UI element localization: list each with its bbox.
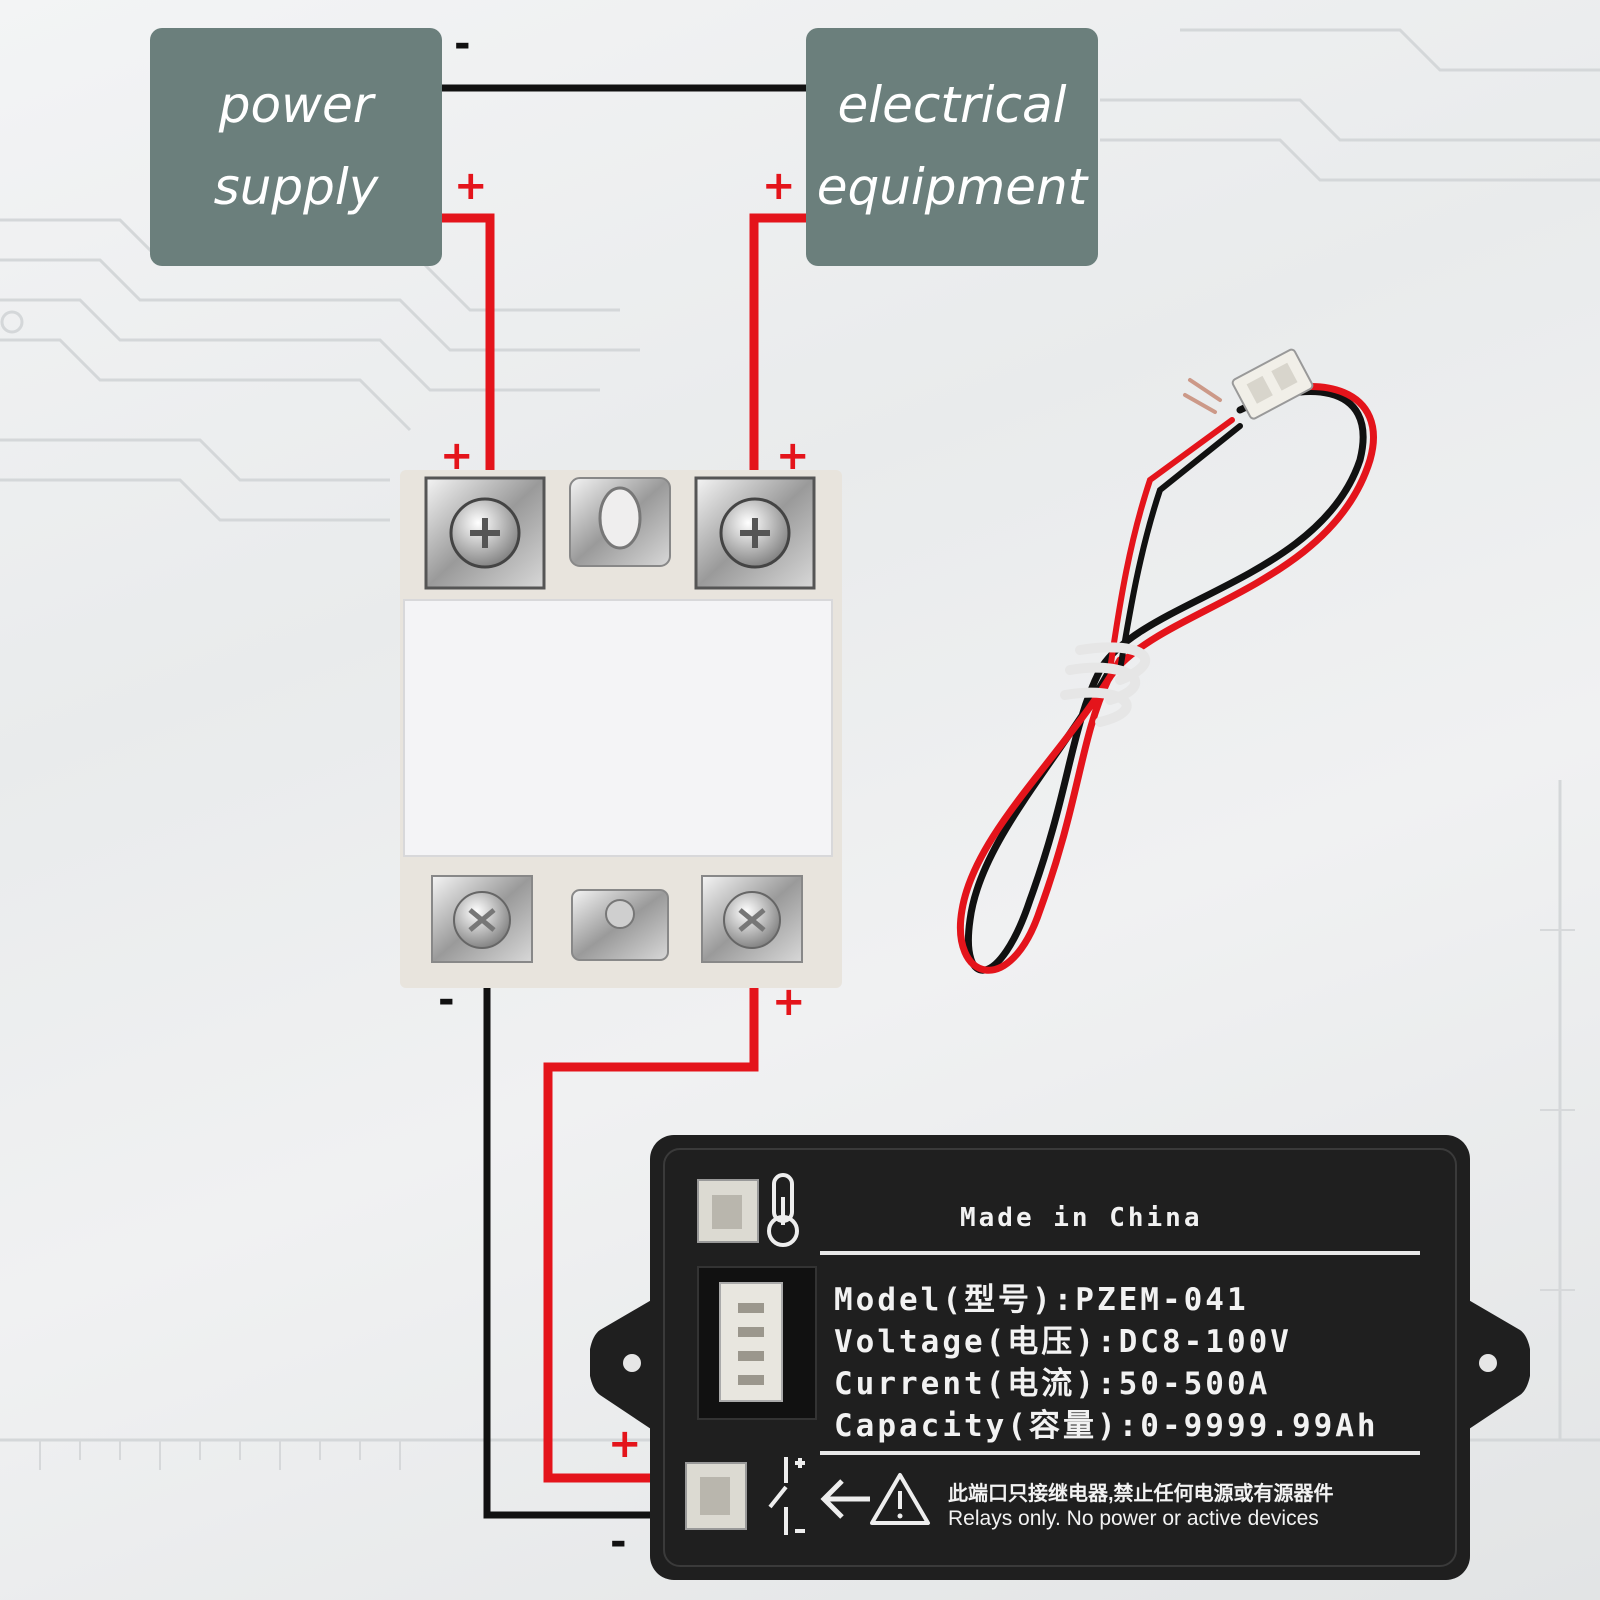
sensor-cable [957,348,1377,974]
arrow-left-icon [820,1479,870,1519]
positive-wire-equipment-to-relay [749,213,806,525]
voltage-spec: Voltage(电压):DC8-100V [834,1324,1292,1360]
power-supply-label-line2: supply [213,158,379,216]
warning-english: Relays only. No power or active devices [948,1507,1319,1530]
relay-mount-bottom [571,889,669,961]
meter-plus-sign: + [608,1421,642,1467]
power-minus-sign: - [454,21,471,67]
warning-triangle-icon [870,1473,930,1525]
warning-chinese: 此端口只接继电器,禁止任何电源或有源器件 [948,1483,1334,1505]
relay-port [685,1462,747,1530]
power-supply-box: power supply [150,28,442,266]
power-plus-sign: + [454,163,488,209]
equipment-plus-sign: + [762,163,796,209]
relay-terminal-bottom-right [701,875,803,963]
relay-top-left-plus-sign: + [440,433,474,479]
electrical-equipment-box: electrical equipment [806,28,1098,266]
thermometer-icon [767,1173,799,1247]
capacity-spec: Capacity(容量):0-9999.99Ah [834,1408,1379,1444]
relay-top-right-plus-sign: + [776,433,810,479]
relay-mount-top [569,477,671,567]
negative-wire-relay-to-meter [483,930,710,1519]
model-spec: Model(型号):PZEM-041 [834,1282,1249,1318]
main-port [697,1266,817,1420]
switch-icon [768,1457,805,1535]
relay-bottom-minus-sign: - [438,977,455,1023]
equipment-label-line2: equipment [816,158,1088,216]
relay-bottom-plus-sign: + [772,979,806,1025]
solid-state-relay [400,470,842,988]
current-spec: Current(电流):50-500A [834,1366,1271,1402]
pzem-meter-device [590,1135,1530,1580]
power-supply-label-line1: power [218,76,374,134]
cable-tie [1060,642,1151,727]
equipment-label-line1: electrical [837,76,1067,134]
positive-wire-power-to-relay [442,213,495,525]
relay-terminal-bottom-left [431,875,533,963]
temperature-port [697,1179,759,1243]
positive-wire-relay-to-meter [543,930,759,1483]
meter-minus-sign: - [610,1519,627,1565]
made-in-label: Made in China [960,1203,1203,1233]
relay-terminal-top-left [424,476,546,590]
cable-connector [1231,348,1314,420]
relay-terminal-top-right [694,476,816,590]
